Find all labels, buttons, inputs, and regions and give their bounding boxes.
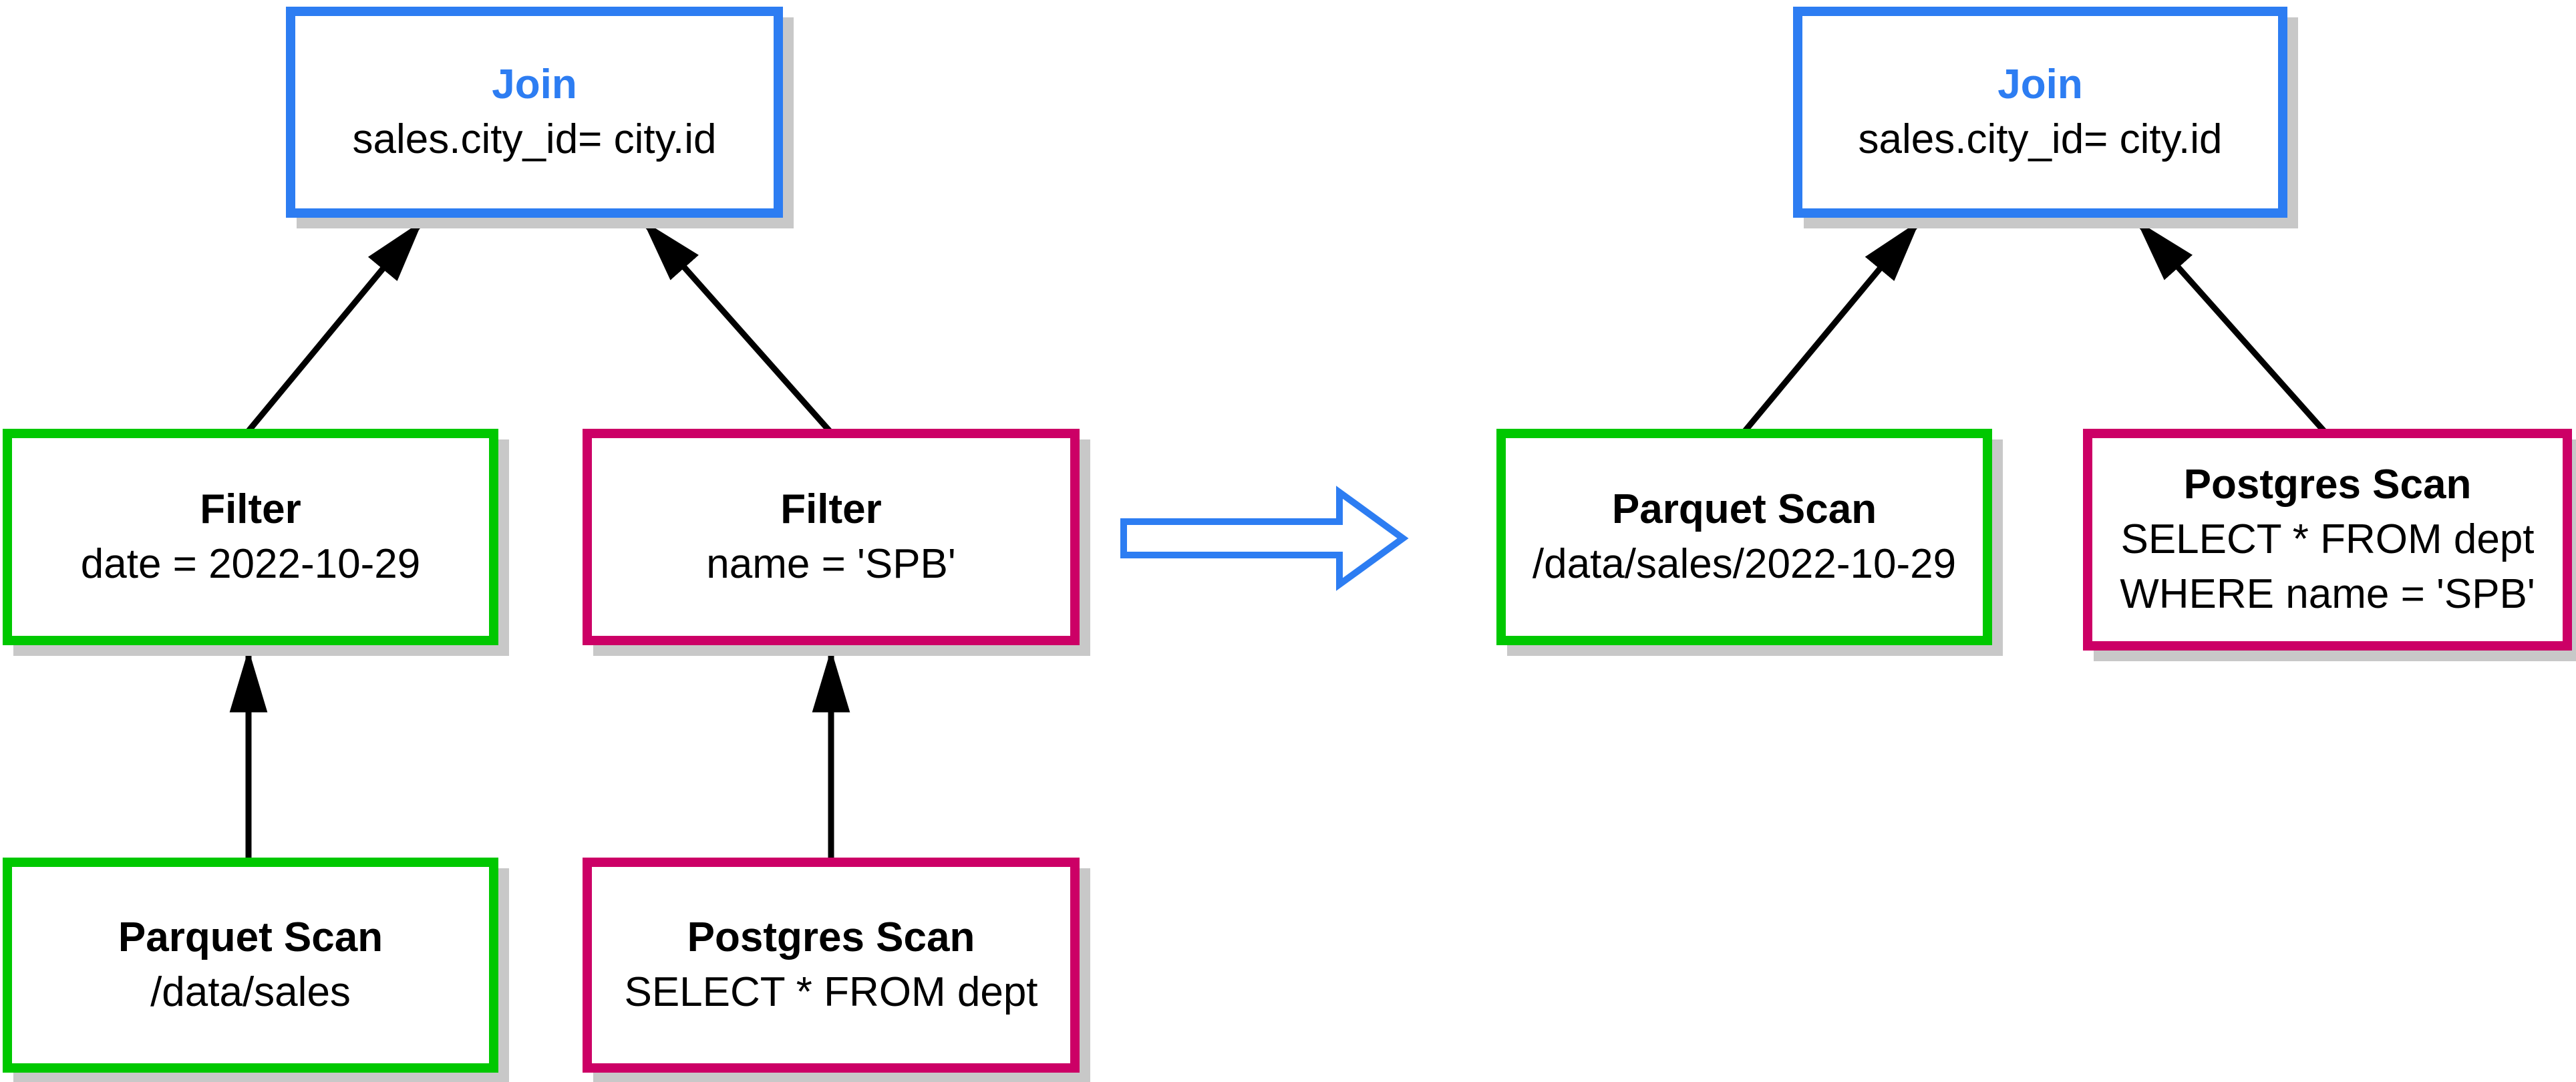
postgres-right-query-line1: SELECT * FROM dept [2120, 516, 2535, 562]
edge-filter-name-to-join-left [640, 218, 835, 436]
filter-date-title: Filter [200, 486, 301, 532]
parquet-left-path: /data/sales [150, 969, 351, 1015]
join-node-right: Join sales.city_id= city.id [1793, 7, 2287, 218]
edge-filter-date-to-join-left [243, 218, 426, 436]
edge-parquet-to-join-right [1740, 218, 1923, 436]
parquet-scan-node-left: Parquet Scan /data/sales [3, 858, 498, 1073]
filter-date-condition: date = 2022-10-29 [80, 541, 421, 587]
postgres-right-query-line2: WHERE name = 'SPB' [2120, 571, 2535, 617]
edge-postgres-to-join-right [2134, 218, 2329, 436]
postgres-right-title: Postgres Scan [2183, 462, 2472, 508]
join-left-condition: sales.city_id= city.id [352, 116, 717, 162]
join-right-title: Join [1997, 61, 2083, 108]
filter-name-title: Filter [780, 486, 882, 532]
postgres-scan-node-right: Postgres Scan SELECT * FROM dept WHERE n… [2083, 429, 2572, 651]
filter-name-node: Filter name = 'SPB' [583, 429, 1080, 645]
postgres-left-query: SELECT * FROM dept [624, 969, 1038, 1015]
parquet-right-title: Parquet Scan [1611, 486, 1877, 532]
parquet-left-title: Parquet Scan [118, 914, 383, 960]
postgres-left-title: Postgres Scan [687, 914, 975, 960]
join-left-title: Join [492, 61, 577, 108]
filter-date-node: Filter date = 2022-10-29 [3, 429, 498, 645]
join-node-left: Join sales.city_id= city.id [286, 7, 783, 218]
join-right-condition: sales.city_id= city.id [1858, 116, 2223, 162]
transform-arrow-icon [1120, 486, 1409, 591]
parquet-right-path: /data/sales/2022-10-29 [1532, 541, 1957, 587]
postgres-scan-node-left: Postgres Scan SELECT * FROM dept [583, 858, 1080, 1073]
parquet-scan-node-right: Parquet Scan /data/sales/2022-10-29 [1496, 429, 1992, 645]
filter-name-condition: name = 'SPB' [706, 541, 956, 587]
